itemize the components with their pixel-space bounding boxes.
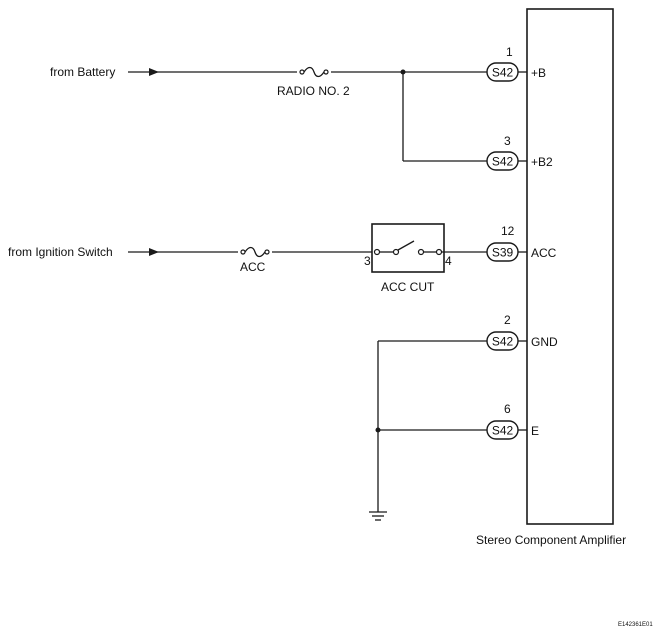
amplifier-label: Stereo Component Amplifier: [476, 533, 626, 547]
amplifier-box: [526, 8, 614, 525]
relay-pin-out: 4: [445, 254, 452, 268]
svg-text:+B2: +B2: [531, 155, 553, 169]
fuse-radio-icon: [297, 66, 331, 78]
svg-text:1: 1: [506, 45, 513, 59]
fuse-radio-label: RADIO NO. 2: [277, 84, 350, 98]
connector-pin-6: S42 6 E: [486, 402, 539, 440]
svg-text:3: 3: [504, 134, 511, 148]
connector-pin-3: S42 3 +B2: [486, 134, 553, 171]
svg-text:6: 6: [504, 402, 511, 416]
connector-pin-1: S42 1 +B: [486, 45, 546, 82]
acc-cut-relay-box: [371, 223, 445, 273]
relay-pin-in: 3: [364, 254, 371, 268]
ground-splice: [375, 427, 381, 433]
svg-text:12: 12: [501, 224, 515, 238]
connector-pin-2: S42 2 GND: [486, 313, 558, 351]
svg-text:S42: S42: [492, 155, 514, 169]
svg-text:S42: S42: [492, 66, 514, 80]
figure-id: E142361E01: [618, 622, 653, 628]
svg-text:E: E: [531, 424, 539, 438]
svg-text:S42: S42: [492, 335, 514, 349]
relay-label: ACC CUT: [381, 280, 435, 294]
connector-pin-12: S39 12 ACC: [486, 224, 557, 262]
svg-text:S39: S39: [492, 246, 514, 260]
relay-switch-icon: [373, 240, 443, 256]
fuse-acc-icon: [238, 246, 272, 258]
source-ignition-label: from Ignition Switch: [8, 245, 113, 259]
svg-text:+B: +B: [531, 66, 546, 80]
ground-icon: [369, 511, 387, 521]
svg-text:2: 2: [504, 313, 511, 327]
source-battery-label: from Battery: [50, 65, 115, 79]
fuse-acc-label: ACC: [240, 260, 266, 274]
svg-text:GND: GND: [531, 335, 558, 349]
svg-text:ACC: ACC: [531, 246, 557, 260]
svg-text:S42: S42: [492, 424, 514, 438]
